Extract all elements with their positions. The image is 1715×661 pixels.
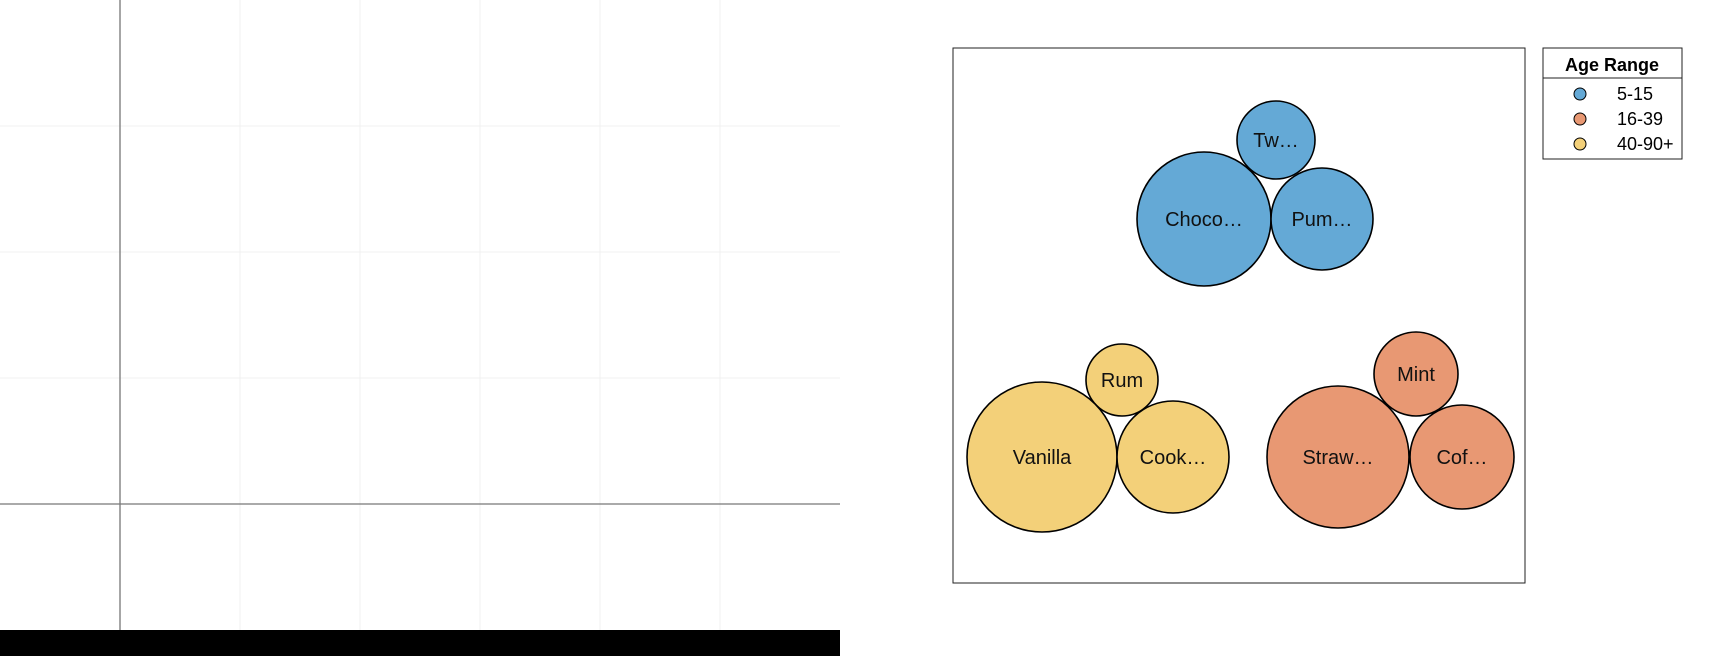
bubble-3: Rum [1085, 343, 1159, 417]
bubble-label: Rum [1101, 370, 1143, 392]
legend-items: 5-15 16-39 40-90+ [1573, 84, 1674, 154]
bubble-label: Pum… [1291, 209, 1352, 231]
bubble-label: Choco… [1165, 209, 1243, 231]
bottom-bar [0, 630, 840, 656]
bubble-circle [1236, 100, 1316, 180]
legend-label: 16-39 [1617, 109, 1663, 129]
bubble-label: Vanilla [1013, 447, 1072, 469]
legend-marker [1573, 87, 1587, 101]
legend-item: 16-39 [1573, 109, 1663, 129]
bubble-0: Tw… [1236, 100, 1316, 180]
legend-item: 5-15 [1573, 84, 1653, 104]
bubble-5: Cook… [1116, 400, 1230, 514]
legend-label: 40-90+ [1617, 134, 1674, 154]
bubble-label: Straw… [1302, 447, 1373, 469]
bubble-4: Vanilla [966, 381, 1118, 533]
bubble-circle [1270, 167, 1374, 271]
bubble-8: Cof… [1409, 404, 1515, 510]
legend-marker [1573, 112, 1587, 126]
empty-plot-grid [0, 0, 840, 656]
bubble-label: Tw… [1253, 130, 1299, 152]
bubble-circle [1373, 331, 1459, 417]
legend-item: 40-90+ [1573, 134, 1674, 154]
bubble-circle [1116, 400, 1230, 514]
legend-label: 5-15 [1617, 84, 1653, 104]
bubble-7: Straw… [1266, 385, 1410, 529]
bubble-circle [1266, 385, 1410, 529]
bubble-label: Cof… [1436, 447, 1487, 469]
legend-box [1542, 47, 1683, 160]
bubble-6: Mint [1373, 331, 1459, 417]
legend: Age Range 5-15 16-39 40-90+ [1542, 47, 1683, 160]
bubble-circle [1085, 343, 1159, 417]
legend-title: Age Range [1565, 55, 1659, 75]
legend-marker [1573, 137, 1587, 151]
bubble-label: Mint [1397, 364, 1435, 386]
bubble-label: Cook… [1140, 447, 1207, 469]
bubble-1: Choco… [1136, 151, 1272, 287]
bubble-circle [1409, 404, 1515, 510]
bubble-2: Pum… [1270, 167, 1374, 271]
empty-plot-panel [0, 0, 840, 656]
